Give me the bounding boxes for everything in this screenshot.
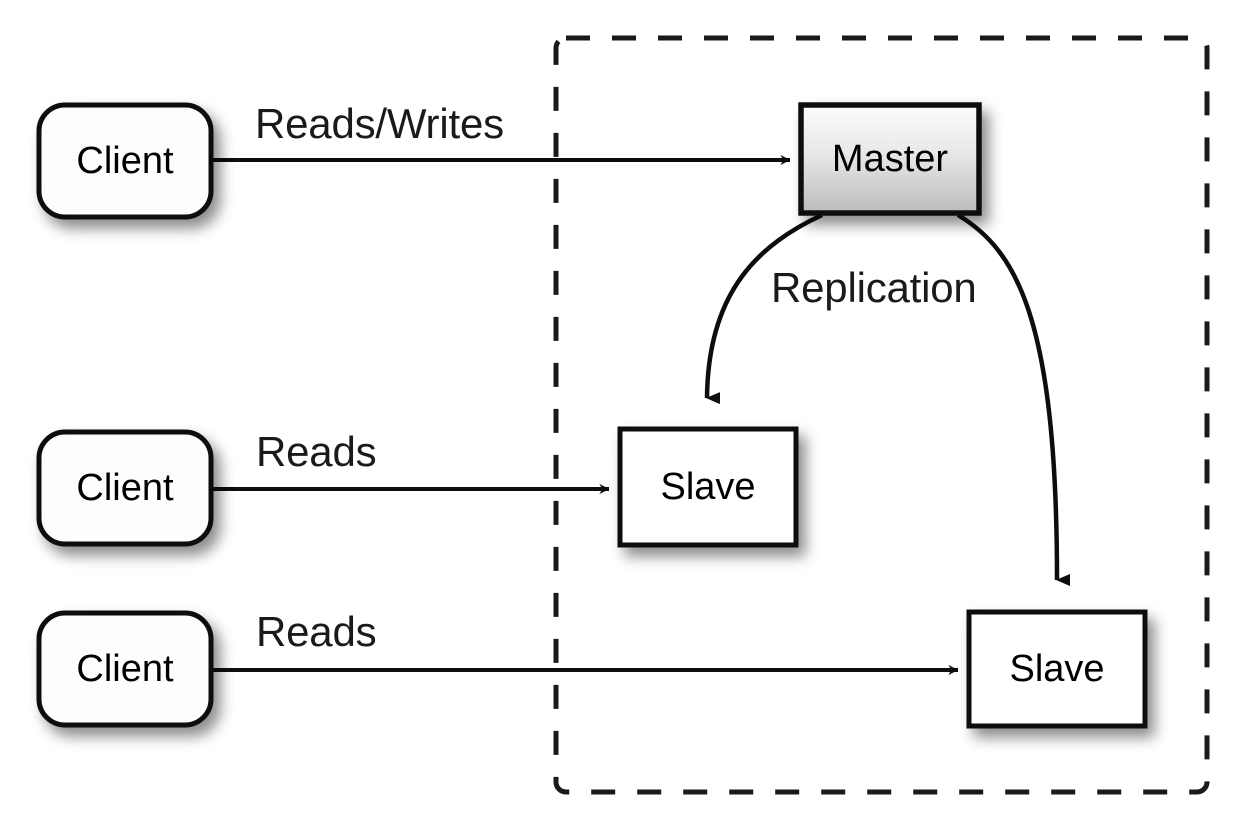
edge-label-replication: Replication	[771, 264, 977, 311]
node-slave-2[interactable]	[966, 609, 1148, 729]
edge-label-reads-middle: Reads	[256, 428, 377, 475]
edge-master-slave1	[704, 212, 823, 405]
node-client-2[interactable]	[36, 429, 214, 547]
edge-label-reads-bottom: Reads	[256, 608, 377, 655]
node-slave-1[interactable]	[617, 426, 799, 548]
edge-label-reads-writes: Reads/Writes	[255, 100, 504, 147]
node-client-1[interactable]	[36, 102, 214, 220]
node-client-3[interactable]	[36, 610, 214, 728]
replication-cluster-boundary	[553, 35, 1210, 795]
edge-master-slave2	[956, 213, 1071, 586]
node-master[interactable]	[798, 102, 982, 216]
